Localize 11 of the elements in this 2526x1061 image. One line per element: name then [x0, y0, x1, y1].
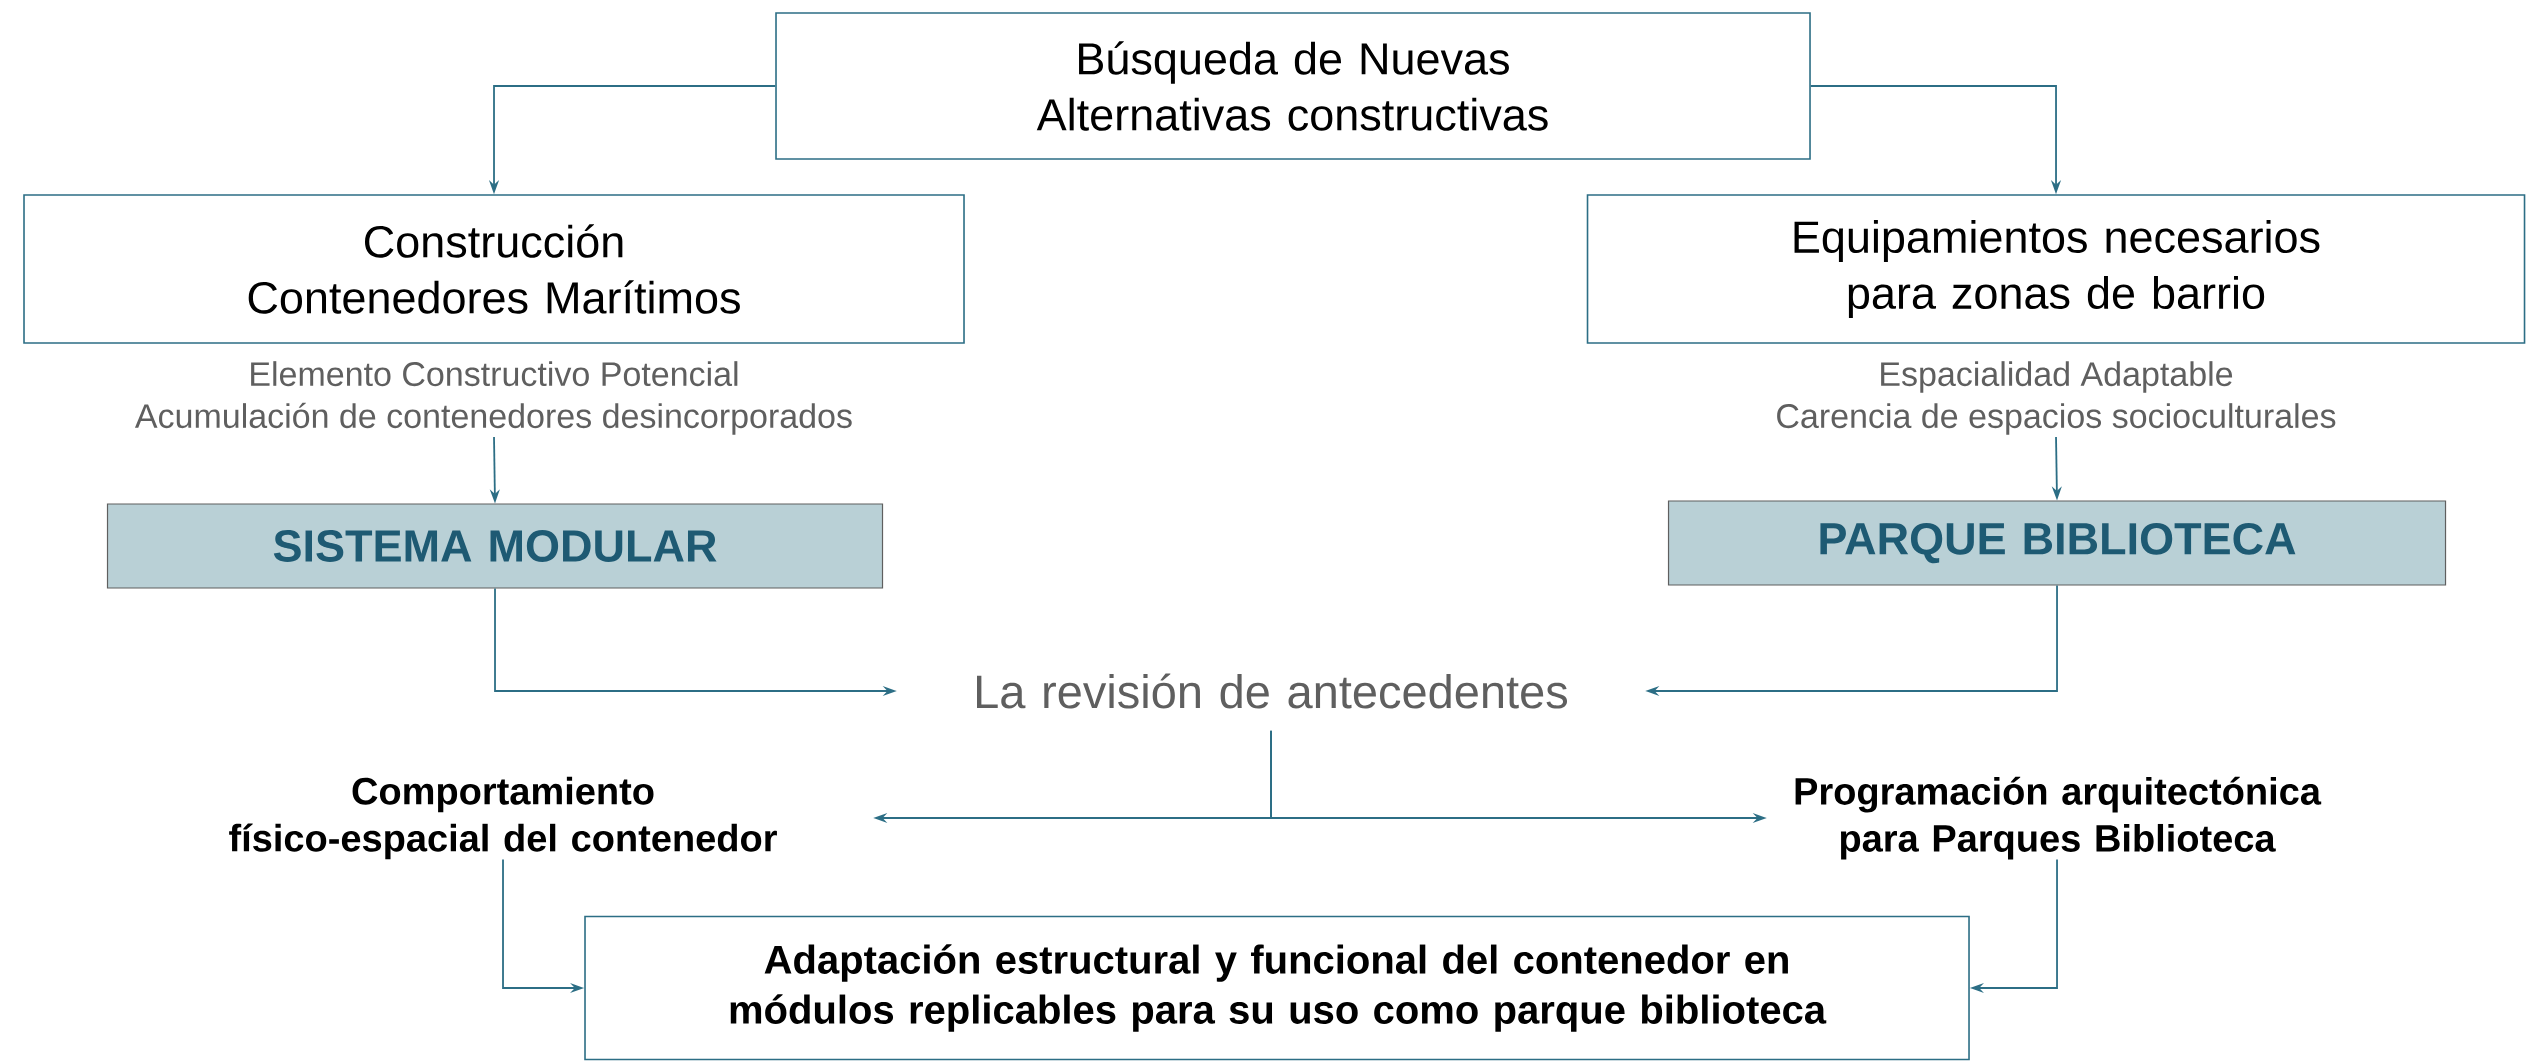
result-box: Adaptación estructural y funcional del contenedor en módulos replicables para su uso como parque biblioteca [584, 915, 1970, 1061]
heading-text: La revisión de antecedentes [977, 673, 1568, 709]
caption-text: Espacialidad Adaptable Carencia de espacios socioculturales [1777, 361, 2336, 435]
process-box: Búsqueda de Nuevas Alternativas constructivas [775, 12, 1811, 160]
category-box: PARQUE BIBLIOTECA [1667, 500, 2447, 586]
process-box: Construcción Contenedores Marítimos [23, 194, 965, 344]
caption-text: Elemento Constructivo Potencial Acumulación de contenedores desincorporados [134, 361, 852, 435]
result-text: Comportamiento físico-espacial del contenedor [229, 776, 777, 860]
category-box: SISTEMA MODULAR [106, 503, 884, 589]
process-box: Equipamientos necesarios para zonas de barrio [1586, 194, 2526, 344]
result-text: Programación arquitectónica para Parques Biblioteca [1795, 776, 2322, 860]
